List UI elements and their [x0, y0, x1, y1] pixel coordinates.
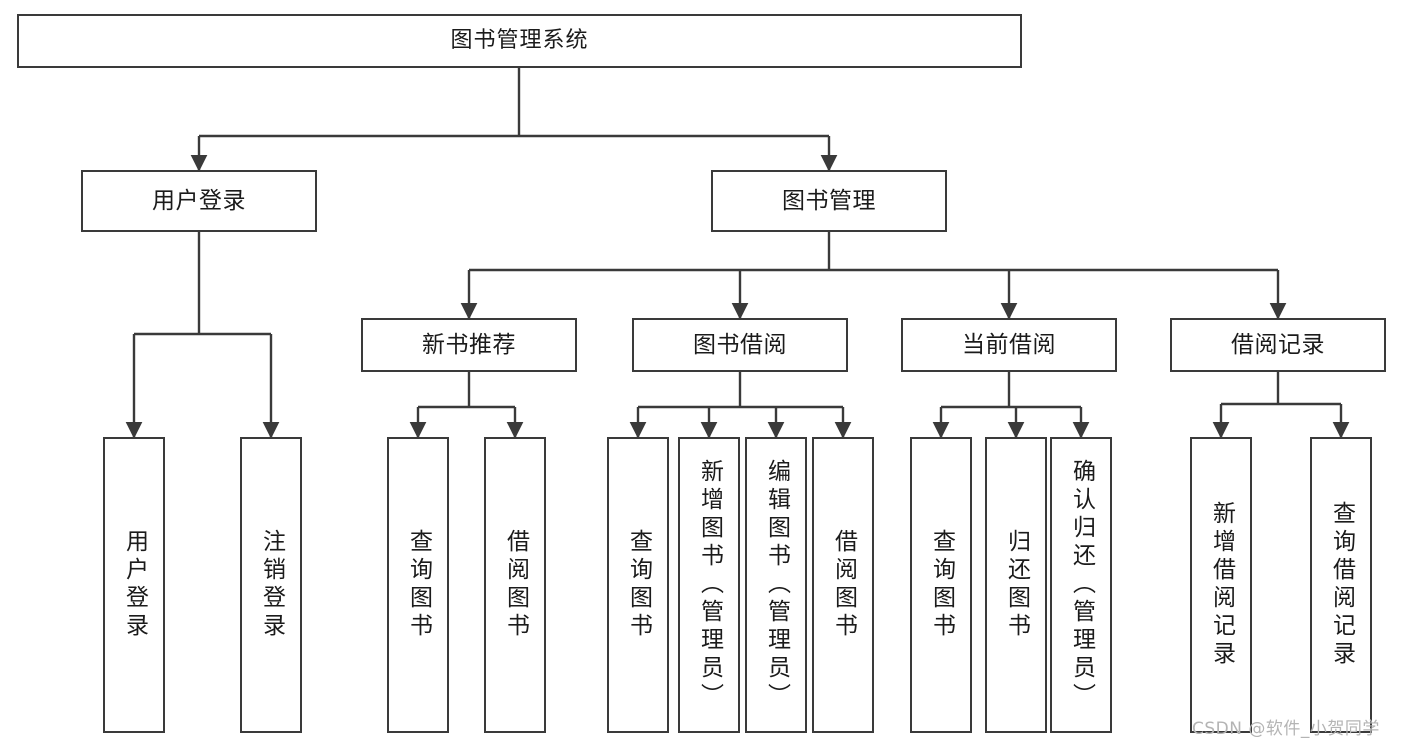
watermark-text: CSDN @软件_小贺同学: [1192, 719, 1380, 739]
node-label: 图书管理系统: [450, 28, 589, 54]
node-new-book-recommend[interactable]: 新书推荐: [361, 318, 577, 372]
node-book-borrow[interactable]: 图书借阅: [632, 318, 848, 372]
leaf-add-book-admin[interactable]: 新增图书（管理员）: [678, 437, 740, 733]
node-label: 查询图书: [928, 529, 955, 641]
node-label: 查询图书: [625, 529, 652, 641]
node-label: 图书管理: [782, 187, 876, 214]
node-label: 新增图书（管理员）: [696, 459, 723, 711]
node-label: 新增借阅记录: [1208, 501, 1235, 669]
leaf-logout[interactable]: 注销登录: [240, 437, 302, 733]
leaf-borrow-book-recommend[interactable]: 借阅图书: [484, 437, 546, 733]
node-user-login[interactable]: 用户登录: [81, 170, 317, 232]
node-label: 图书借阅: [693, 331, 787, 358]
node-label: 注销登录: [258, 529, 285, 641]
node-label: 用户登录: [121, 529, 148, 641]
leaf-query-book-current[interactable]: 查询图书: [910, 437, 972, 733]
node-label: 用户登录: [152, 187, 246, 214]
node-label: 当前借阅: [962, 331, 1056, 358]
node-root-system[interactable]: 图书管理系统: [17, 14, 1022, 68]
leaf-query-book-recommend[interactable]: 查询图书: [387, 437, 449, 733]
leaf-query-borrow-record[interactable]: 查询借阅记录: [1310, 437, 1372, 733]
node-label: 确认归还（管理员）: [1068, 459, 1095, 711]
node-book-management[interactable]: 图书管理: [711, 170, 947, 232]
leaf-user-login[interactable]: 用户登录: [103, 437, 165, 733]
leaf-query-book-borrow[interactable]: 查询图书: [607, 437, 669, 733]
node-label: 借阅记录: [1231, 331, 1325, 358]
node-current-borrow[interactable]: 当前借阅: [901, 318, 1117, 372]
node-label: 归还图书: [1003, 529, 1030, 641]
leaf-borrow-book[interactable]: 借阅图书: [812, 437, 874, 733]
node-label: 借阅图书: [502, 529, 529, 641]
leaf-add-borrow-record[interactable]: 新增借阅记录: [1190, 437, 1252, 733]
node-label: 借阅图书: [830, 529, 857, 641]
node-label: 查询借阅记录: [1328, 501, 1355, 669]
node-label: 查询图书: [405, 529, 432, 641]
node-borrow-record[interactable]: 借阅记录: [1170, 318, 1386, 372]
node-label: 新书推荐: [422, 331, 516, 358]
leaf-confirm-return-admin[interactable]: 确认归还（管理员）: [1050, 437, 1112, 733]
leaf-edit-book-admin[interactable]: 编辑图书（管理员）: [745, 437, 807, 733]
node-label: 编辑图书（管理员）: [763, 459, 790, 711]
leaf-return-book[interactable]: 归还图书: [985, 437, 1047, 733]
